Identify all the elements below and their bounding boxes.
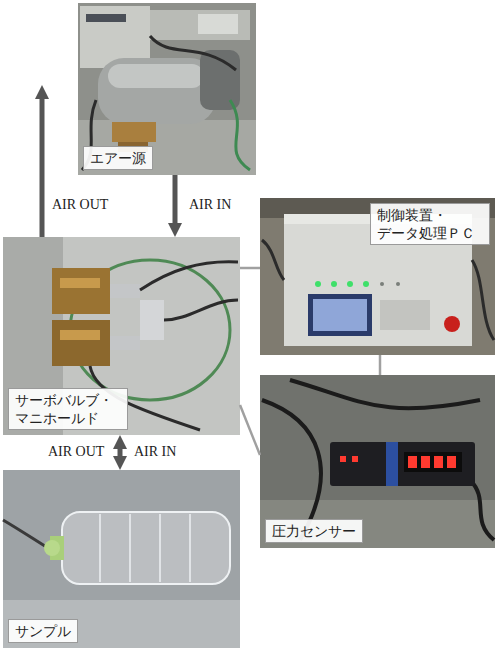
photo-caption: サンプル <box>8 619 78 643</box>
air-flow-arrow <box>173 175 178 223</box>
air-source-photo <box>198 14 238 34</box>
sample-bottle-photo <box>99 514 101 582</box>
control-unit-photo <box>315 281 321 287</box>
sample-bottle-photo <box>159 514 161 582</box>
sample-bottle-photo <box>3 470 240 648</box>
pressure-sensor-photo <box>386 442 398 486</box>
exhaust-arrow <box>40 99 45 237</box>
servo-valve-box: サーボバルブ・ マニホールド <box>3 237 240 435</box>
pressure-sensor-photo <box>260 500 495 548</box>
photo-caption: エアー源 <box>83 146 153 170</box>
servo-valve-photo <box>60 330 100 340</box>
servo-valve-photo <box>140 300 164 340</box>
air-source-photo <box>150 10 250 40</box>
servo-valve-photo <box>60 278 100 288</box>
pressure-sensor-photo <box>260 375 495 548</box>
photo-caption: 圧力センサー <box>265 519 363 543</box>
control-unit-photo <box>444 316 460 332</box>
pressure-sensor-box: 圧力センサー <box>260 375 495 548</box>
control-unit-photo <box>262 240 284 280</box>
control-unit-photo <box>363 281 369 287</box>
photo-caption: サーボバルブ・ マニホールド <box>8 388 128 430</box>
pressure-sensor-photo <box>260 375 495 548</box>
control-unit-photo <box>313 299 367 331</box>
air-source-photo <box>78 120 256 175</box>
air-source-photo <box>108 64 204 88</box>
pressure-sensor-photo <box>352 456 358 462</box>
servo-valve-photo <box>140 262 238 290</box>
servo-valve-photo <box>52 320 110 366</box>
pressure-sensor-photo <box>290 380 480 408</box>
servo-valve-photo <box>110 284 140 298</box>
sample-bottle-photo <box>44 540 60 556</box>
exhaust-arrow <box>35 85 49 99</box>
air-source-photo <box>78 3 256 175</box>
air-source-photo <box>78 3 256 175</box>
flow-label: AIR IN <box>189 197 231 212</box>
photo-caption: 制御装置・ データ処理ＰＣ <box>370 203 490 245</box>
pressure-sensor-photo <box>340 456 346 462</box>
control-unit-photo <box>380 282 384 286</box>
control-unit-photo <box>396 282 400 286</box>
sample-box: サンプル <box>3 470 240 648</box>
air-source-photo <box>98 58 216 124</box>
control-unit-photo <box>472 260 494 340</box>
pressure-sensor-photo <box>330 442 475 486</box>
signal-line <box>379 355 382 375</box>
flow-label: AIR OUT <box>52 197 108 212</box>
sample-bottle-photo <box>62 512 230 584</box>
sample-bottle-photo <box>129 514 131 582</box>
control-unit-photo <box>380 300 430 330</box>
sample-bottle-photo <box>3 520 48 548</box>
control-unit-photo <box>347 281 353 287</box>
air-source-photo <box>86 14 126 22</box>
servo-valve-photo <box>164 300 238 320</box>
sample-bottle-photo <box>189 514 191 582</box>
air-source-photo <box>230 100 250 170</box>
control-unit-photo <box>260 198 495 355</box>
control-unit-photo <box>308 294 372 336</box>
signal-line <box>240 405 260 455</box>
signal-line <box>240 267 260 270</box>
pressure-sensor-photo <box>404 452 462 472</box>
pressure-sensor-photo <box>447 456 456 468</box>
servo-valve-photo <box>3 237 240 435</box>
servo-valve-photo <box>110 336 140 350</box>
control-unit-box: 制御装置・ データ処理ＰＣ <box>260 198 495 355</box>
control-unit-photo <box>260 198 495 355</box>
pressure-sensor-photo <box>470 480 494 540</box>
air-flow-arrow <box>118 449 123 456</box>
servo-valve-photo <box>3 237 240 435</box>
control-unit-photo <box>331 281 337 287</box>
servo-valve-photo <box>52 268 110 314</box>
pressure-sensor-photo <box>434 456 443 468</box>
exhaust-arrow <box>35 85 49 237</box>
air-source-box: エアー源 <box>78 3 256 175</box>
sample-bottle-photo <box>3 600 240 648</box>
flow-label: AIR OUT <box>48 444 104 459</box>
air-source-photo <box>112 122 156 142</box>
flow-label: AIR IN <box>134 444 176 459</box>
pressure-sensor-photo <box>408 456 417 468</box>
air-source-photo <box>150 36 236 70</box>
sample-bottle-photo <box>3 470 240 648</box>
pressure-sensor-photo <box>421 456 430 468</box>
